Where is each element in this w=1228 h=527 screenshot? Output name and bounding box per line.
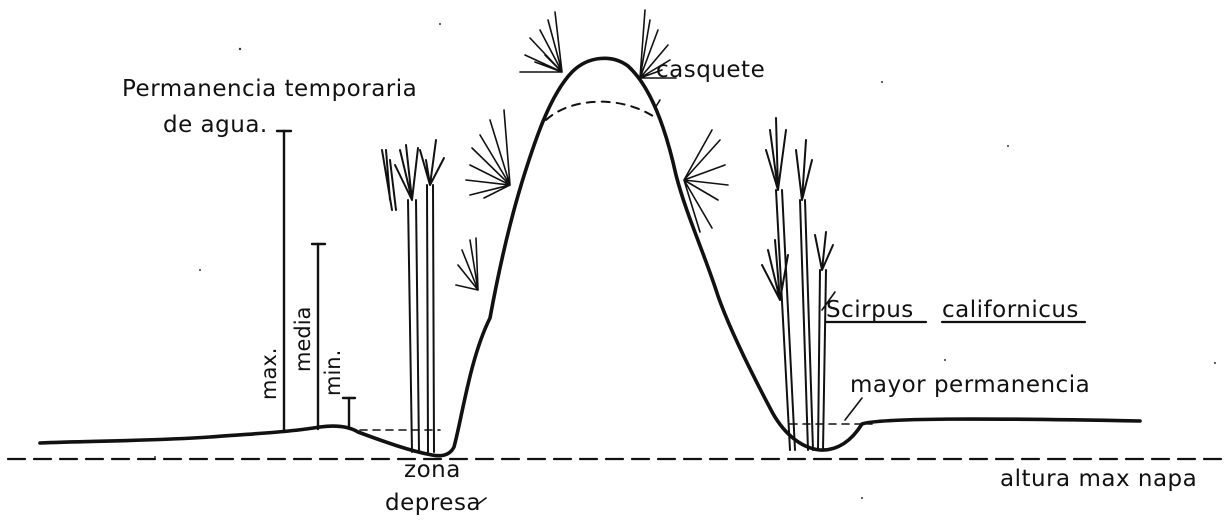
scirpus-species-label: californicus bbox=[942, 297, 1079, 323]
reeds-left bbox=[382, 140, 444, 452]
zona-label: zona bbox=[404, 457, 461, 483]
grass-tufts bbox=[456, 10, 728, 290]
permanencia-title: Permanencia temporaria bbox=[122, 76, 417, 102]
casquete-label: casquete bbox=[656, 57, 765, 83]
depresa-label: depresa bbox=[385, 490, 481, 516]
min-label: min. bbox=[321, 350, 345, 396]
altura-max-napa-label: altura max napa bbox=[1000, 466, 1197, 492]
scirpus-genus-label: Scirpus bbox=[826, 297, 914, 323]
mayor-permanencia-leader bbox=[845, 398, 862, 420]
permanencia-subtitle: de agua. bbox=[163, 112, 268, 138]
casquete-arc bbox=[546, 102, 656, 120]
media-label: media bbox=[291, 307, 315, 372]
reeds-right bbox=[762, 118, 833, 450]
mayor-permanencia-label: mayor permanencia bbox=[850, 372, 1090, 398]
max-label: max. bbox=[257, 348, 281, 400]
casquete-leader bbox=[655, 100, 660, 108]
